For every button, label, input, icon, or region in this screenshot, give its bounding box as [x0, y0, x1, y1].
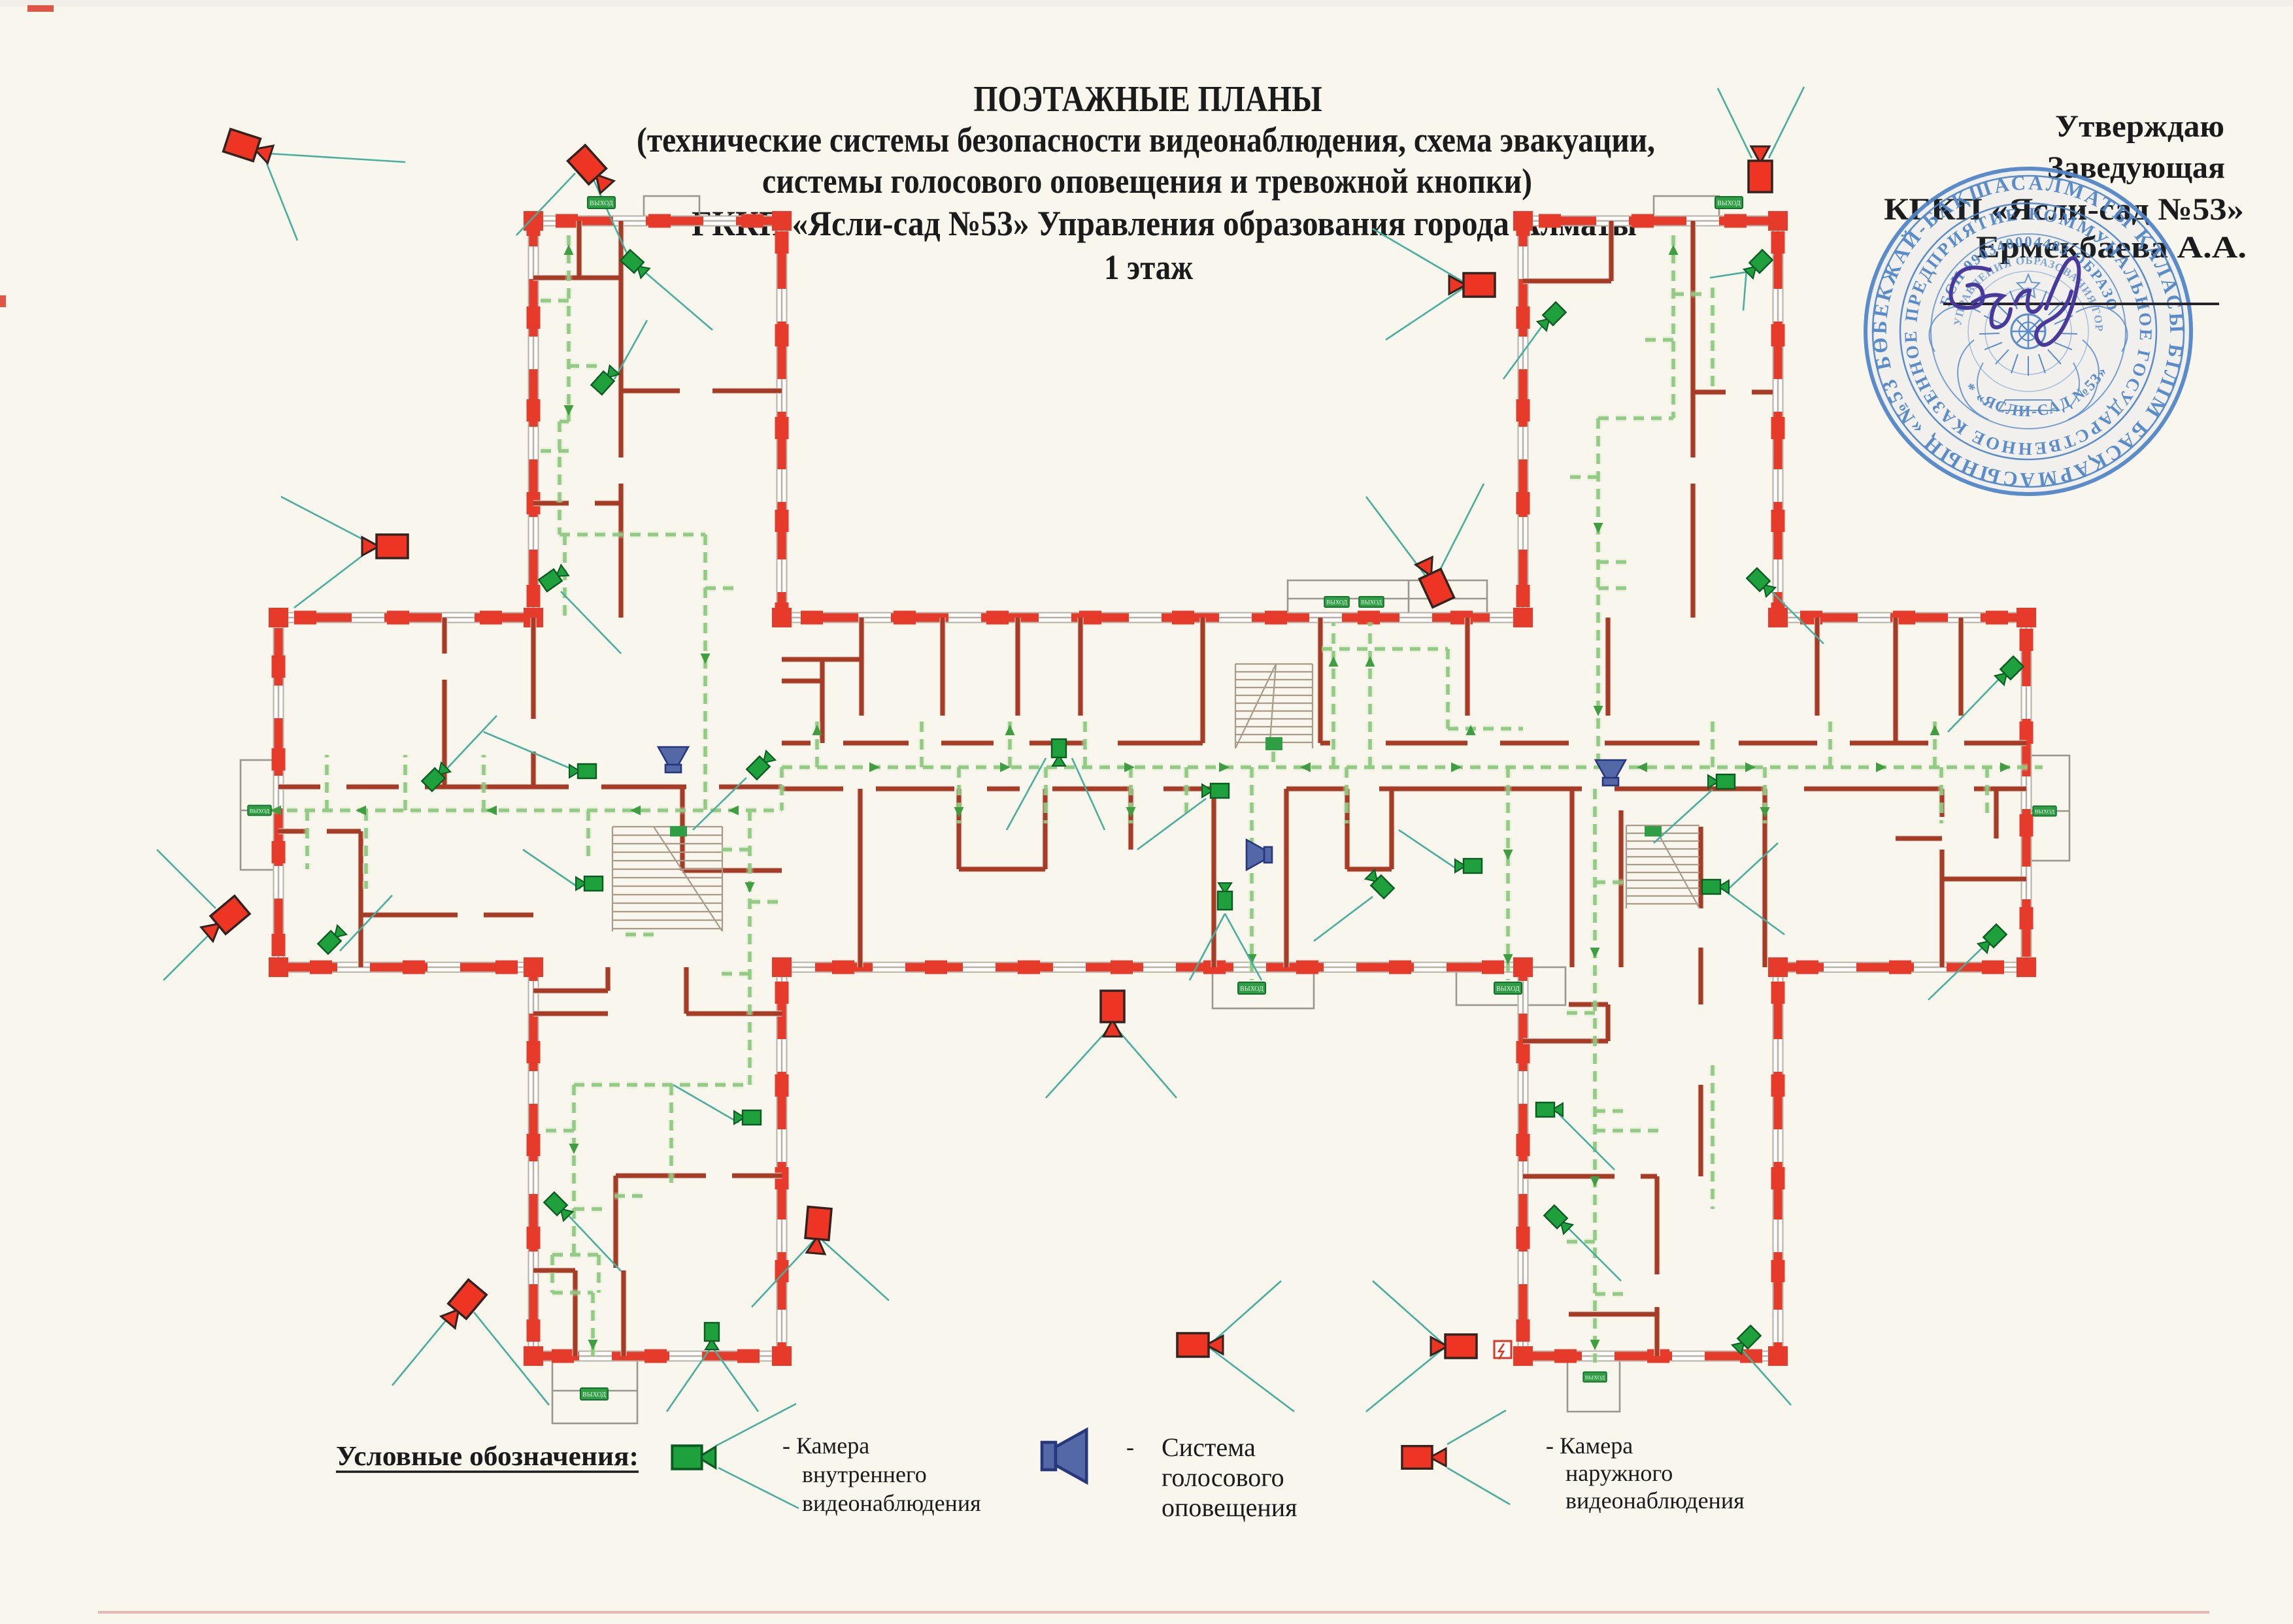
svg-text:-: -	[1126, 1434, 1134, 1460]
svg-text:1 этаж: 1 этаж	[1104, 248, 1194, 287]
svg-text:- Камера: - Камера	[1546, 1433, 1633, 1459]
svg-text:системы голосового оповещения: системы голосового оповещения и тревожно…	[762, 161, 1532, 201]
svg-text:Система: Система	[1162, 1433, 1256, 1462]
svg-text:(технические системы безопасно: (технические системы безопасности видеон…	[637, 120, 1655, 159]
svg-text:ГККП «Ясли-сад №53» Управления: ГККП «Ясли-сад №53» Управления образован…	[692, 204, 1637, 243]
svg-text:видеонаблюдения: видеонаблюдения	[802, 1490, 981, 1516]
svg-text:Ермекбаева А.А.: Ермекбаева А.А.	[1976, 230, 2247, 265]
svg-text:видеонаблюдения: видеонаблюдения	[1565, 1487, 1745, 1514]
svg-text:Заведующая: Заведующая	[2047, 150, 2225, 185]
svg-text:- Камера: - Камера	[782, 1433, 869, 1459]
svg-text:Утверждаю: Утверждаю	[2055, 109, 2224, 144]
svg-text:оповещения: оповещения	[1162, 1493, 1297, 1522]
svg-text:Условные обозначения:: Условные обозначения:	[336, 1442, 639, 1472]
svg-text:наружного: наружного	[1565, 1460, 1673, 1486]
svg-text:КГКП «Ясли-сад №53»: КГКП «Ясли-сад №53»	[1884, 192, 2244, 227]
svg-text:голосового: голосового	[1162, 1463, 1284, 1492]
svg-text:ПОЭТАЖНЫЕ ПЛАНЫ: ПОЭТАЖНЫЕ ПЛАНЫ	[974, 79, 1322, 120]
svg-text:внутреннего: внутреннего	[802, 1461, 927, 1487]
